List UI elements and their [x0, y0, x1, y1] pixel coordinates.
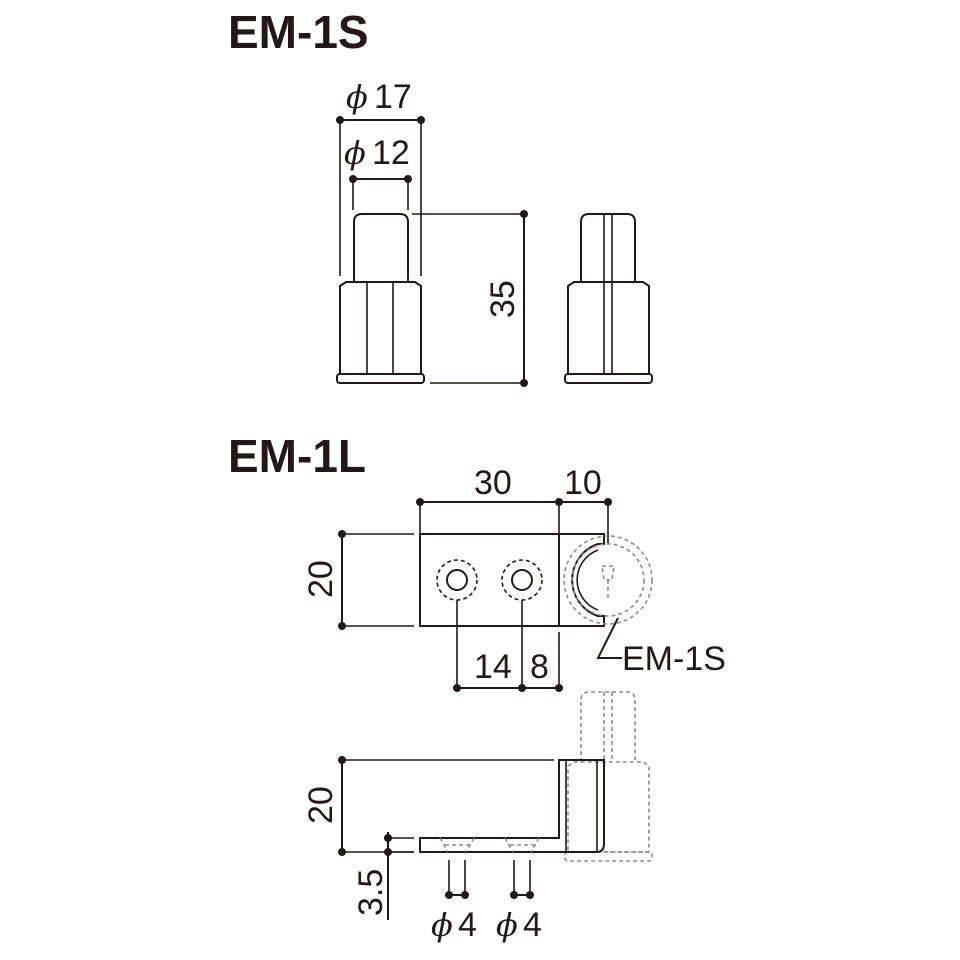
dim-hole-dia-2-value: 4 [523, 906, 542, 944]
dim-thickness: 3.5 [352, 832, 414, 920]
dim-height: 35 [412, 210, 528, 387]
callout-label: EM-1S [622, 640, 726, 678]
dim-thickness-value: 3.5 [352, 869, 390, 916]
em1s-callout: EM-1S [596, 617, 726, 678]
em1l-side-view [419, 691, 653, 862]
em1l-title: EM-1L [228, 430, 366, 482]
dim-hole-edge-value: 8 [530, 648, 549, 686]
dim-length-value: 30 [474, 464, 512, 502]
dia-symbol: ϕ [346, 78, 368, 116]
dim-side-height: 20 [302, 756, 554, 856]
dim-side-height-value: 20 [302, 786, 340, 824]
dim-hole-dia-2: ϕ 4 [496, 860, 542, 944]
dim-height-value: 35 [484, 280, 522, 318]
dim-top-length: 30 10 [416, 464, 612, 544]
dim-hole-dia-1-value: 4 [458, 906, 477, 944]
em1l-section: EM-1L 30 10 20 [228, 430, 726, 944]
dim-outer-diameter: ϕ 17 [336, 78, 425, 276]
dia-symbol: ϕ [344, 134, 366, 172]
dim-outer-dia-value: 17 [374, 78, 412, 116]
dim-top-width: 20 [302, 530, 414, 630]
em1s-side-view [564, 213, 653, 384]
dim-inner-dia-value: 12 [372, 134, 410, 172]
dim-hole-pitch: 14 8 [453, 600, 563, 692]
dia-symbol: ϕ [496, 906, 518, 944]
dim-inner-diameter: ϕ 12 [344, 134, 412, 210]
em1s-section: EM-1S ϕ 17 ϕ 12 [228, 6, 653, 387]
dim-hole-dia-1: ϕ 4 [431, 860, 477, 944]
dia-symbol: ϕ [431, 906, 453, 944]
dim-width-value: 20 [302, 560, 340, 598]
dim-hole-pitch-value: 14 [474, 648, 512, 686]
em1s-front-view [336, 213, 425, 384]
dim-tip-value: 10 [564, 464, 602, 502]
em1l-top-view [419, 533, 653, 627]
em1s-title: EM-1S [228, 6, 369, 58]
